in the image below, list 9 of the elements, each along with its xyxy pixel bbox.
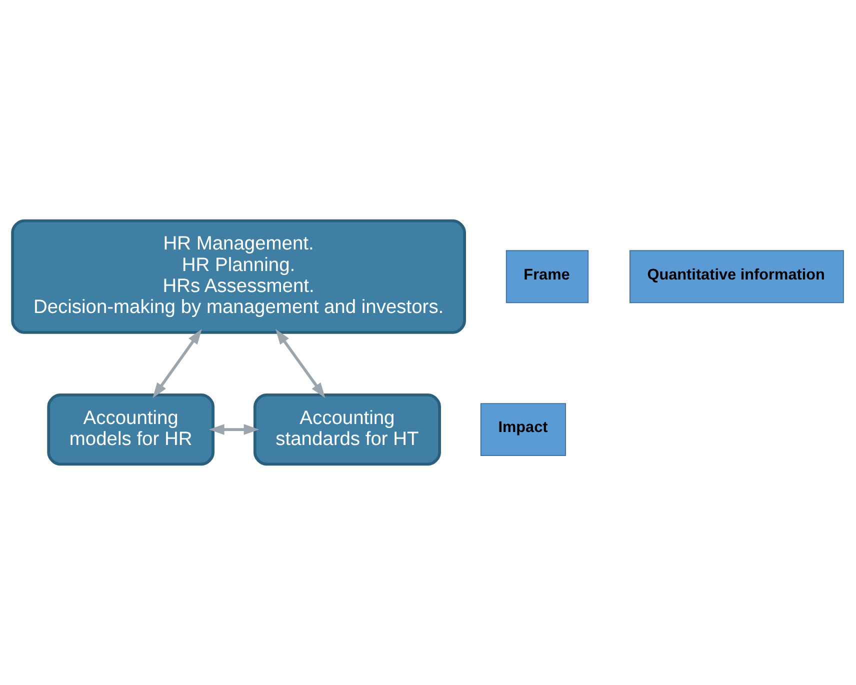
arrow: [152, 328, 202, 398]
node-box: Impact: [480, 403, 566, 456]
node-box: Accounting models for HR: [47, 393, 214, 466]
arrow: [208, 424, 260, 435]
node-box: Frame: [506, 250, 589, 304]
arrow: [276, 328, 326, 398]
node-box: HR Management. HR Planning. HRs Assessment. Decision-making by management and investors.: [11, 219, 466, 334]
node-box: Quantitative information: [629, 250, 844, 304]
node-box: Accounting standards for HT: [253, 393, 441, 466]
